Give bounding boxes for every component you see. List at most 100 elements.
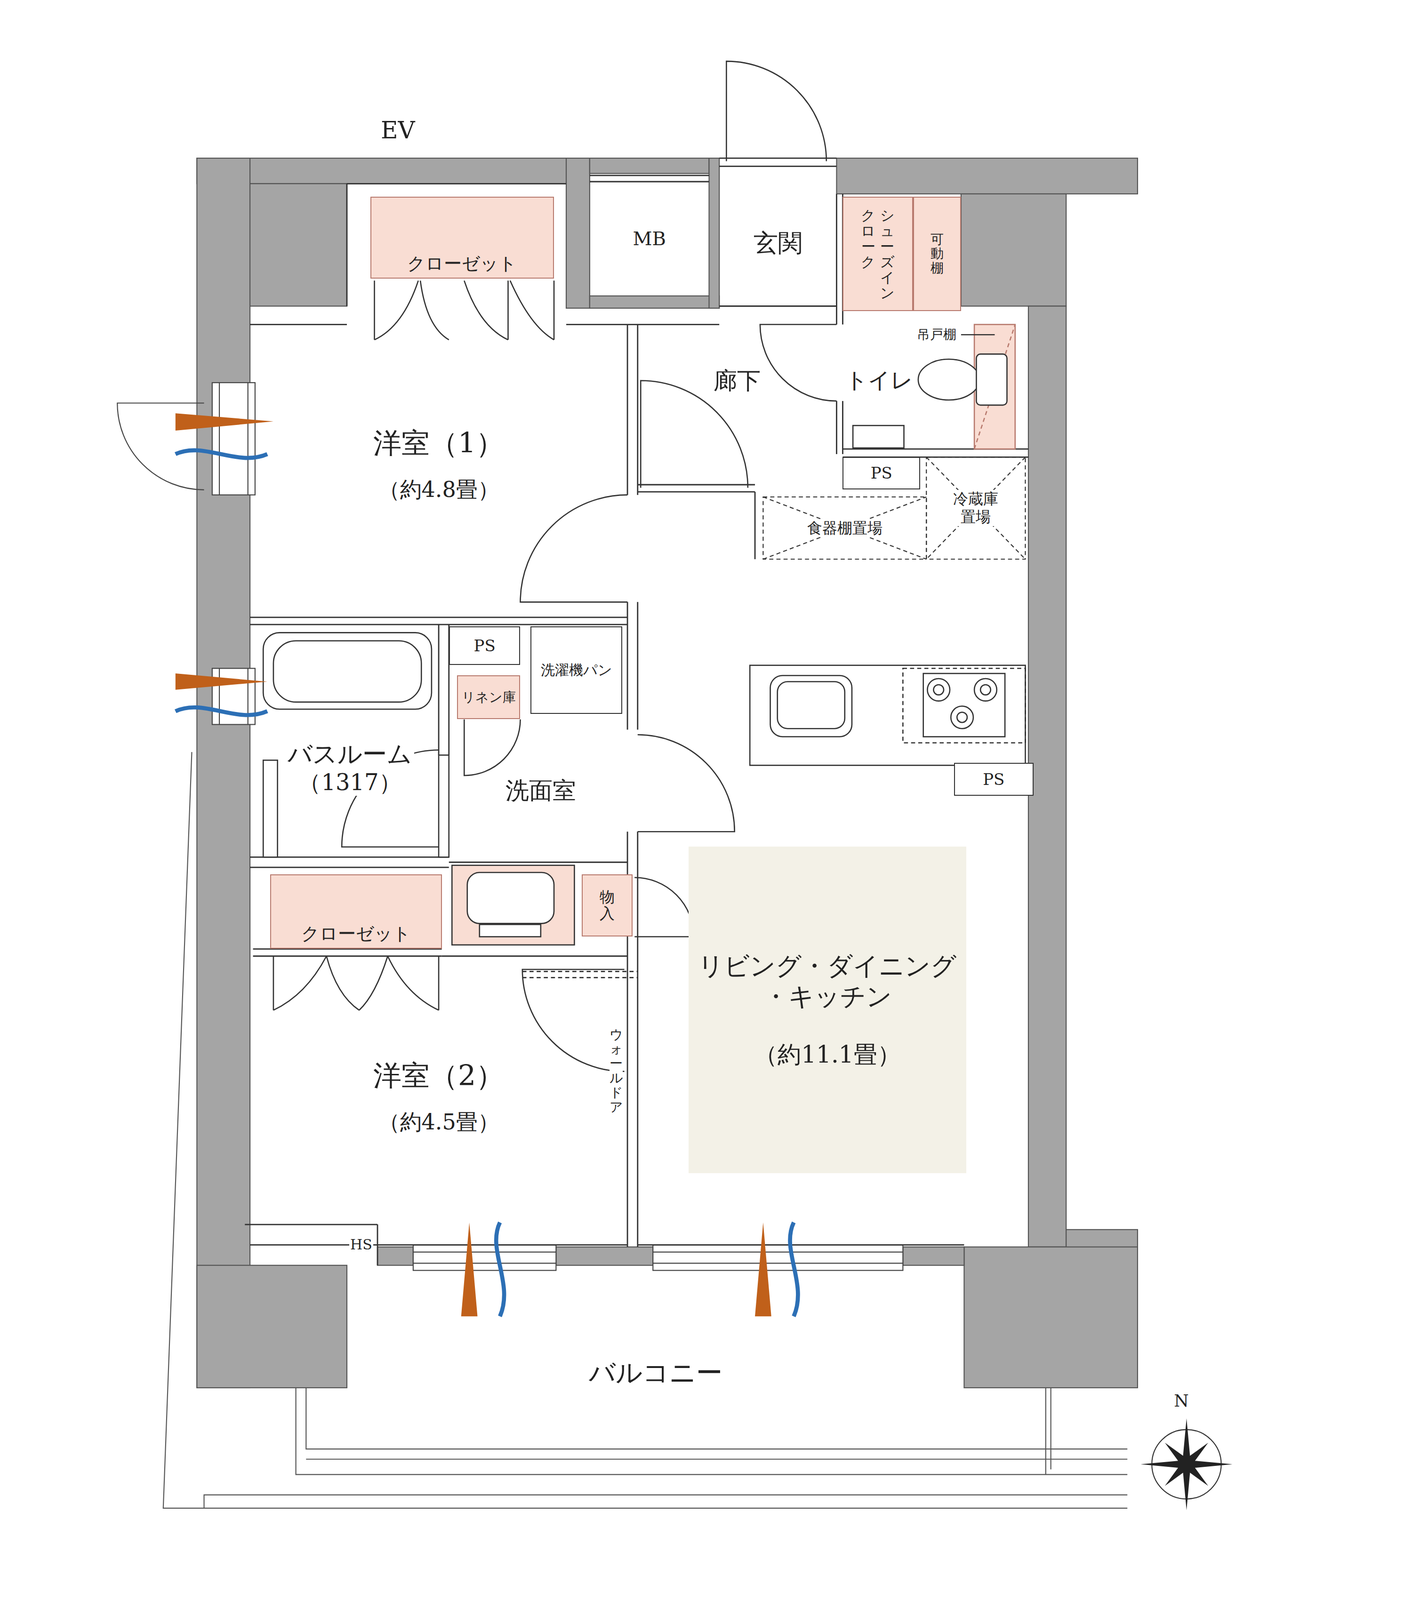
linen-closet-text: リネン庫 [460, 689, 517, 706]
bathroom-label-text: （1317） [296, 769, 404, 797]
fixture [974, 324, 1016, 450]
fixture [273, 641, 422, 703]
partition-wall [441, 955, 628, 957]
partition-wall [626, 324, 629, 496]
structural-wall [836, 158, 1138, 194]
shoe-closet-text: シューズイン クローク [860, 207, 895, 301]
ventilation-arrow [754, 1222, 772, 1317]
partition-wall [522, 977, 638, 979]
entrance-label: 玄関 [729, 216, 827, 270]
room-label: 洋室（2）（約4.5畳） [326, 1030, 552, 1164]
meter-box-text: MB [631, 227, 668, 250]
room-label-text: （約4.8畳） [376, 476, 502, 503]
structural-wall [566, 158, 590, 309]
fixture [980, 684, 991, 696]
pipe-space-text: PS [869, 463, 894, 483]
balcony-label: バルコニー [530, 1344, 781, 1401]
fixture [950, 706, 974, 730]
balcony-rail [1050, 1387, 1052, 1470]
partition-wall [449, 861, 628, 864]
fridge-space: 冷蔵庫 置場 [926, 457, 1026, 560]
bathroom-label-text: バスルーム [285, 739, 414, 769]
toilet-label-text: トイレ [843, 367, 915, 394]
structural-wall [249, 183, 347, 306]
door-swing [640, 380, 748, 489]
furniture-space [762, 457, 1026, 560]
ventilation-arrow [496, 1222, 505, 1317]
fixture [263, 632, 432, 710]
fixture [852, 425, 904, 449]
door-swing [420, 280, 554, 340]
storage-box: 物入 [581, 874, 633, 937]
wall-door-label: ウォールドア [609, 1027, 623, 1116]
window [247, 382, 249, 496]
furniture-space [926, 457, 1026, 560]
structural-wall [1028, 306, 1067, 1248]
room-label: 洋室（1）（約4.8畳） [326, 397, 552, 531]
structural-wall [196, 158, 590, 184]
closet-box-text: クローゼット [299, 923, 413, 946]
ventilation-arrow [790, 1222, 799, 1317]
window [218, 382, 220, 496]
partition-wall [249, 866, 450, 869]
door-swing [634, 877, 694, 938]
partition-wall [835, 401, 838, 455]
partition-wall [719, 165, 837, 168]
fixture [479, 924, 541, 938]
partition-wall [249, 616, 628, 618]
partition-wall [636, 601, 639, 730]
partition-wall [719, 157, 837, 160]
balcony-rail [305, 1459, 1128, 1461]
structural-wall [589, 296, 720, 309]
furniture-space [926, 457, 1026, 560]
fixture [902, 668, 1026, 743]
balcony-rail [296, 1387, 1128, 1475]
partition-wall [637, 484, 755, 486]
fixture [918, 359, 980, 401]
compass-rose [1140, 1418, 1233, 1511]
fixture [927, 678, 950, 702]
fixture [451, 865, 575, 946]
pipe-space-text: PS [981, 770, 1006, 790]
door-swing [464, 719, 521, 776]
closet-box: クローゼット [270, 874, 442, 949]
window [652, 1262, 903, 1264]
linen-closet: リネン庫 [457, 675, 521, 720]
structural-wall [196, 1265, 347, 1388]
pipe-space-text: PS [472, 636, 498, 656]
closet-box: クローゼット [370, 196, 554, 279]
fixture [467, 872, 554, 924]
door-swing [326, 956, 388, 1011]
window [413, 1251, 556, 1253]
partition-wall [249, 1244, 628, 1246]
structural-wall [961, 193, 1067, 307]
structural-wall [196, 158, 250, 1388]
window [413, 1244, 556, 1271]
cupboard-space: 食器棚置場 [762, 497, 927, 560]
door-swing [760, 324, 837, 402]
cupboard-space-text: 食器棚置場 [805, 519, 884, 538]
fixture [263, 760, 278, 858]
partition-wall [636, 324, 639, 496]
partition-wall [377, 1224, 379, 1266]
structural-wall [589, 158, 710, 174]
elevator-label: EV [378, 116, 418, 145]
furniture-space [762, 497, 927, 560]
partition-wall [719, 305, 837, 307]
hallway-label-text: 廊下 [711, 366, 763, 395]
pipe-space: PS [842, 457, 921, 490]
meter-box: MB [589, 183, 710, 294]
ventilation-arrow [175, 450, 268, 458]
fixture [749, 665, 1026, 766]
bathroom-label: バスルーム（1317） [267, 729, 433, 807]
fixture [956, 712, 968, 723]
washer-pan: 洗濯機パン [530, 626, 623, 715]
window [218, 668, 220, 725]
washroom-label: 洗面室 [474, 767, 608, 815]
ventilation-arrow [175, 413, 274, 431]
fixture [976, 353, 1007, 405]
partition-wall [566, 323, 628, 326]
ventilation-arrow [461, 1222, 478, 1317]
fixture [923, 673, 1005, 737]
